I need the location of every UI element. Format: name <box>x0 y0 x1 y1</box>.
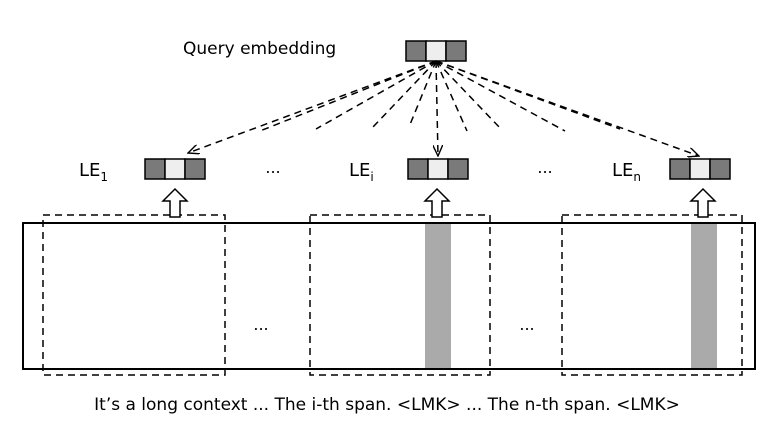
span-box-i <box>309 214 491 376</box>
landmark-label-n: LEn <box>612 160 641 184</box>
query-embedding-label: Query embedding <box>183 39 336 59</box>
attention-line-a <box>259 60 437 132</box>
context-box <box>22 222 756 370</box>
attention-line-h <box>435 60 621 130</box>
query-embedding-block <box>405 40 467 62</box>
span-box-n <box>561 214 743 376</box>
attention-line-len <box>435 60 699 156</box>
landmark-embedding-n <box>669 158 731 180</box>
span-box-1 <box>42 214 226 376</box>
attention-line-le1 <box>188 60 437 153</box>
up-arrow-i <box>423 187 451 218</box>
landmark-label-1: LE1 <box>79 160 108 184</box>
landmark-embedding-i <box>407 158 469 180</box>
up-arrow-n <box>689 187 717 218</box>
ellipsis-context-2: ... <box>519 315 534 334</box>
attention-lines <box>188 60 699 156</box>
caption: It’s a long context ... The i-th span. <… <box>94 395 680 415</box>
ellipsis-top-2: ... <box>537 158 552 177</box>
lmk-token-bar-n <box>691 223 717 369</box>
up-arrow-1 <box>161 187 189 218</box>
lmk-token-bar-i <box>425 223 451 369</box>
attention-line-f <box>435 60 502 130</box>
landmark-label-i: LEi <box>349 160 374 184</box>
attention-line-c <box>372 60 437 128</box>
attention-line-b <box>315 60 437 130</box>
attention-line-lei <box>436 60 438 156</box>
attention-line-e <box>435 60 468 132</box>
attention-line-g <box>435 60 566 132</box>
ellipsis-top-1: ... <box>265 158 280 177</box>
ellipsis-context-1: ... <box>253 315 268 334</box>
landmark-embedding-1 <box>144 158 206 180</box>
